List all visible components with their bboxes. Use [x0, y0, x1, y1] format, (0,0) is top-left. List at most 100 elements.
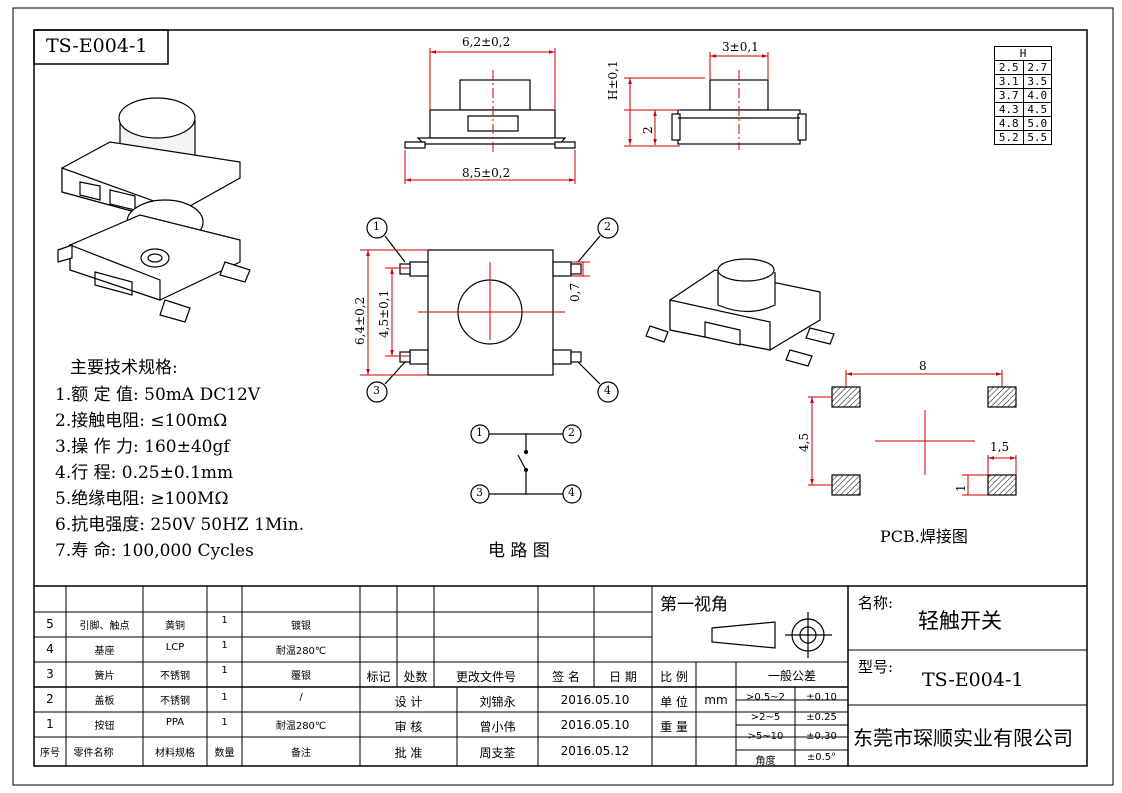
parts-row-no: 3 [46, 667, 54, 681]
spec-item: 1.额 定 值: 50mA DC12V [55, 385, 261, 405]
parts-row-material: 不锈钢 [160, 696, 190, 707]
model-value: TS-E004-1 [922, 669, 1024, 691]
pcb-layout-dims [808, 370, 1017, 496]
h-cell: 5.2 [994, 130, 1024, 145]
h-cell: 3.1 [994, 74, 1024, 89]
pin-label-4: 4 [604, 384, 611, 397]
tolerance-range: >0.5~2 [745, 692, 786, 703]
circuit-pin-3: 3 [476, 486, 483, 499]
tolerance-value: ±0.25 [806, 712, 837, 723]
parts-row-name: 盖板 [94, 696, 115, 707]
projection-title: 第一视角 [660, 595, 728, 615]
dim-top-width: 6,2±0,2 [462, 35, 511, 49]
parts-row-note: 覆银 [291, 671, 311, 682]
inner-frame [33, 29, 1088, 767]
spec-item: 3.操 作 力: 160±40gf [55, 437, 230, 457]
revision-header: 标记 [366, 670, 391, 684]
parts-row-qty: 1 [221, 692, 228, 703]
name-label: 名称: [858, 594, 894, 612]
h-cell: 5.0 [1022, 116, 1052, 131]
parts-row-qty: 1 [221, 717, 228, 728]
parts-header: 数量 [214, 748, 235, 759]
tolerance-title: 一般公差 [767, 669, 816, 683]
h-cell: 3.7 [994, 88, 1024, 103]
designer-name: 刘锦永 [479, 695, 516, 709]
h-cell: 2.5 [994, 60, 1024, 75]
parts-row-no: 2 [46, 692, 54, 706]
dim-pcb-pad-h: 1 [954, 484, 968, 492]
dim-bottom-width: 8,5±0,2 [462, 166, 511, 180]
circuit-pin-4: 4 [568, 486, 575, 499]
dim-pcb-vertical: 4,5 [797, 432, 811, 452]
parts-row-name: 基座 [94, 646, 115, 657]
parts-row-note: / [299, 692, 303, 703]
revision-header: 更改文件号 [455, 670, 516, 684]
specs-title: 主要技术规格: [70, 358, 178, 378]
model-label: 型号: [858, 658, 894, 676]
pcb-layout [831, 386, 1017, 496]
first-angle-symbol [711, 612, 832, 658]
parts-row-no: 5 [46, 617, 54, 631]
parts-row-material: 黄铜 [165, 621, 185, 632]
spec-item: 6.抗电强度: 250V 50HZ 1Min. [55, 515, 305, 535]
parts-row-qty: 1 [221, 615, 228, 626]
revision-header: 签 名 [552, 670, 580, 684]
parts-header: 材料规格 [155, 748, 195, 759]
assembled-3d-view [645, 258, 835, 367]
tolerance-value: ±0.10 [806, 692, 837, 703]
company-name: 东莞市琛顺实业有限公司 [853, 726, 1073, 750]
parts-row-material: 不锈钢 [160, 671, 190, 682]
dim-front-inner: 4,5±0,1 [377, 289, 391, 338]
dim-side-base: 2 [641, 126, 655, 134]
tolerance-range: >5~10 [747, 731, 784, 742]
parts-header: 序号 [40, 748, 60, 759]
h-cell: 3.5 [1022, 74, 1052, 89]
approve-date: 2016.05.12 [560, 744, 630, 758]
revision-header: 处数 [403, 670, 428, 684]
design-date: 2016.05.10 [560, 693, 630, 707]
h-table-header: H [994, 46, 1052, 61]
circuit-label: 电 路 图 [488, 541, 550, 561]
spec-item: 5.绝缘电阻: ≥100MΩ [55, 489, 229, 509]
exploded-3d-view [57, 97, 251, 323]
approve-label: 批 准 [394, 746, 423, 760]
side-elevation-dims [624, 52, 769, 150]
spec-item: 7.寿 命: 100,000 Cycles [55, 541, 254, 561]
circuit-pin-1: 1 [476, 426, 483, 439]
tolerance-range: 角度 [755, 756, 776, 767]
h-cell: 5.5 [1022, 130, 1052, 145]
review-label: 审 核 [394, 720, 423, 734]
parts-row-note: 耐温280℃ [275, 721, 327, 732]
circuit-pin-2: 2 [568, 426, 575, 439]
dim-pcb-span: 8 [919, 359, 927, 373]
parts-row-no: 4 [46, 642, 54, 656]
parts-row-qty: 1 [221, 640, 228, 651]
spec-item: 4.行 程: 0.25±0.1mm [55, 463, 234, 483]
parts-row-note: 镀银 [291, 621, 311, 632]
plan-view-dims [360, 249, 590, 376]
pin-label-2: 2 [604, 220, 611, 233]
dim-front-pin: 0,7 [568, 282, 582, 302]
h-cell: 4.3 [994, 102, 1024, 117]
part-code: TS-E004-1 [46, 35, 148, 57]
parts-row-name: 簧片 [94, 671, 115, 682]
plan-view [366, 217, 619, 403]
dim-side-h: H±0,1 [606, 60, 620, 100]
parts-row-material: PPA [165, 717, 185, 728]
tolerance-range: >2~5 [750, 712, 781, 723]
parts-row-no: 1 [46, 717, 54, 731]
reviewer-name: 曾小伟 [479, 720, 516, 734]
tolerance-value: ±0.30 [806, 731, 837, 742]
parts-row-material: LCP [165, 642, 185, 653]
spec-item: 2.接触电阻: ≤100mΩ [55, 411, 228, 431]
parts-row-note: 耐温280℃ [275, 646, 327, 657]
part-code-box [33, 29, 169, 65]
parts-row-qty: 1 [221, 665, 228, 676]
outer-frame [12, 7, 1114, 786]
design-label: 设 计 [394, 695, 423, 709]
scale-label: 比 例 [660, 670, 688, 684]
h-cell: 4.5 [1022, 102, 1052, 117]
